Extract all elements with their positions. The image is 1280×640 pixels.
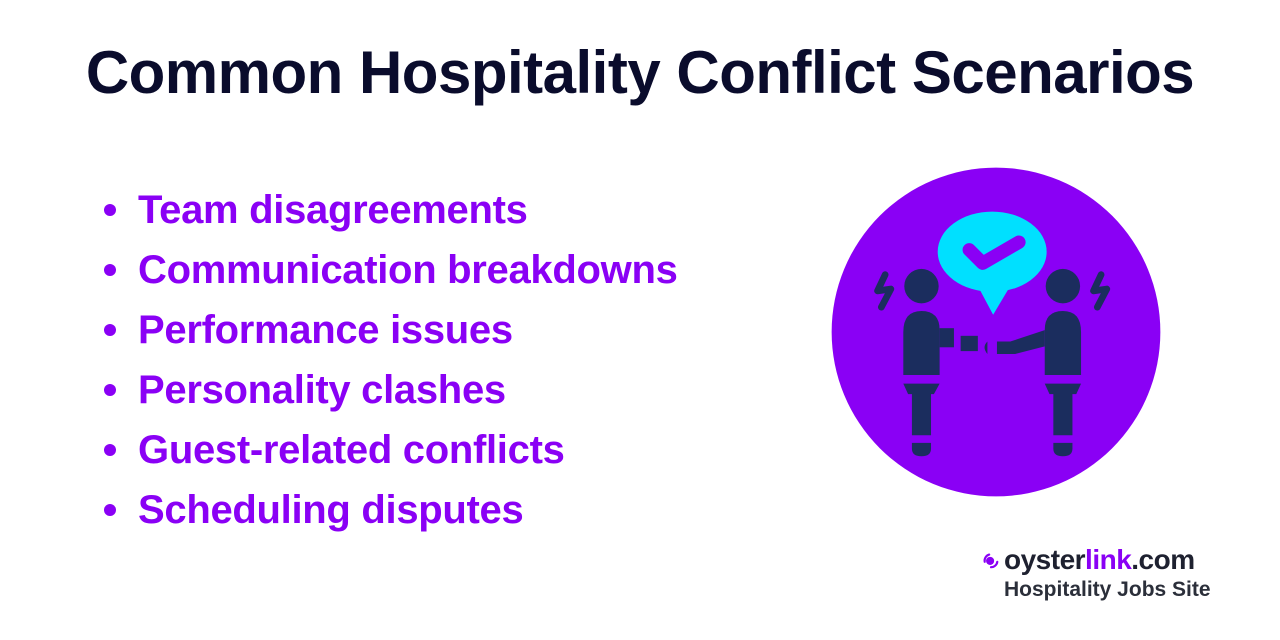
list-item-label: Communication breakdowns bbox=[138, 247, 678, 292]
bullet-icon bbox=[104, 384, 116, 396]
list-item: Scheduling disputes bbox=[104, 480, 678, 540]
list-item-label: Guest-related conflicts bbox=[138, 427, 565, 472]
list-item: Personality clashes bbox=[104, 360, 678, 420]
bullet-icon bbox=[104, 444, 116, 456]
brand-tagline: Hospitality Jobs Site bbox=[1004, 578, 1211, 601]
signal-icon bbox=[983, 553, 999, 569]
list-item-label: Personality clashes bbox=[138, 367, 506, 412]
list-item: Communication breakdowns bbox=[104, 240, 678, 300]
list-item-label: Performance issues bbox=[138, 307, 513, 352]
bullet-icon bbox=[104, 204, 116, 216]
lightning-icon bbox=[874, 271, 895, 311]
handshake-agreement-icon bbox=[831, 167, 1161, 497]
bullet-icon bbox=[104, 504, 116, 516]
lightning-icon bbox=[1090, 271, 1111, 311]
list-item-label: Team disagreements bbox=[138, 187, 528, 232]
list-item: Performance issues bbox=[104, 300, 678, 360]
brand-logo[interactable]: oysterlink.com Hospitality Jobs Site bbox=[982, 544, 1232, 602]
person-right-icon bbox=[984, 268, 1082, 457]
bullet-icon bbox=[104, 264, 116, 276]
scenario-list: Team disagreements Communication breakdo… bbox=[104, 180, 678, 540]
page-title: Common Hospitality Conflict Scenarios bbox=[85, 39, 1195, 106]
list-item: Guest-related conflicts bbox=[104, 420, 678, 480]
list-item-label: Scheduling disputes bbox=[138, 487, 524, 532]
bullet-icon bbox=[104, 324, 116, 336]
speech-bubble-icon bbox=[937, 211, 1047, 315]
person-left-icon bbox=[903, 268, 978, 457]
brand-name: oysterlink.com bbox=[1004, 544, 1195, 575]
list-item: Team disagreements bbox=[104, 180, 678, 240]
